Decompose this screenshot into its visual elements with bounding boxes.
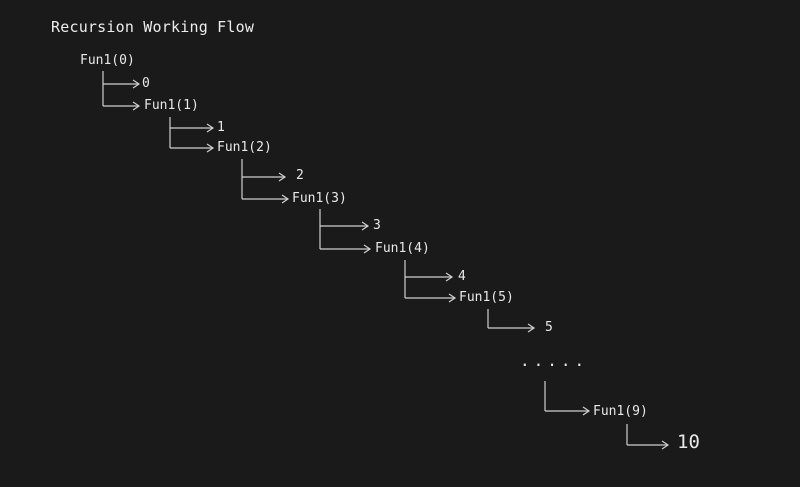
connector-fun1-1 xyxy=(169,117,215,153)
call-node-fun1-0: Fun1(0) xyxy=(80,53,135,68)
output-value-1: 1 xyxy=(217,120,225,135)
connector-fun1-0 xyxy=(102,71,141,111)
output-value-5: 5 xyxy=(545,320,553,335)
connector-fun1-4 xyxy=(404,260,457,303)
call-node-fun1-9: Fun1(9) xyxy=(593,404,648,419)
output-value-4: 4 xyxy=(458,269,466,284)
call-node-fun1-3: Fun1(3) xyxy=(292,191,347,206)
call-node-fun1-2: Fun1(2) xyxy=(217,140,272,155)
output-value-0: 0 xyxy=(142,76,150,91)
output-value-2: 2 xyxy=(296,168,304,183)
ellipsis: ..... xyxy=(520,351,589,370)
connector-fun1-2 xyxy=(241,159,290,204)
connector-ellipsis xyxy=(544,381,591,416)
call-node-fun1-4: Fun1(4) xyxy=(375,241,430,256)
call-node-fun1-1: Fun1(1) xyxy=(144,98,199,113)
output-value-3: 3 xyxy=(373,218,381,233)
call-node-fun1-5: Fun1(5) xyxy=(459,290,514,305)
diagram-title: Recursion Working Flow xyxy=(51,18,255,36)
output-value-10: 10 xyxy=(677,431,700,453)
connector-fun1-9 xyxy=(626,424,670,450)
connector-fun1-3 xyxy=(319,209,372,254)
connector-fun1-5 xyxy=(487,309,536,333)
